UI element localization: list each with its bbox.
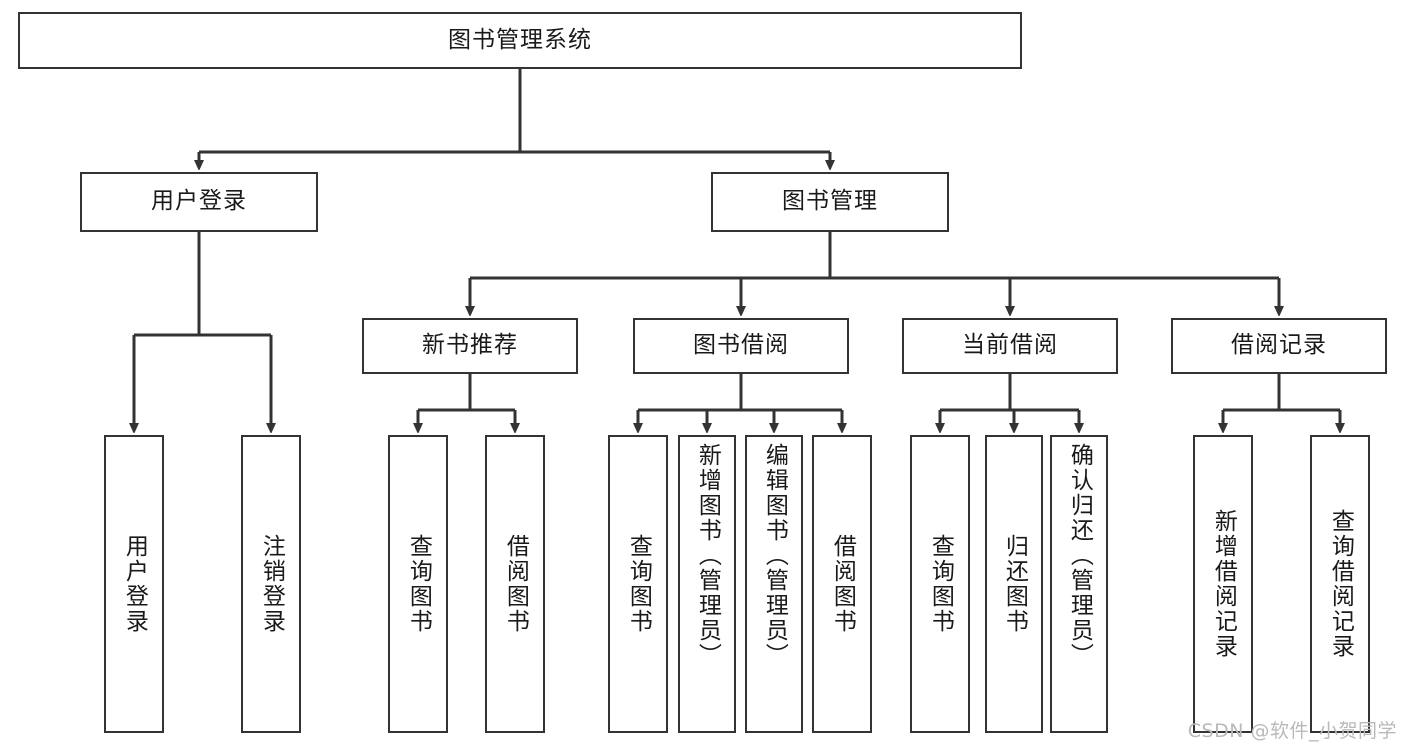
watermark-text: CSDN @软件_小贺同学 [1187,720,1397,742]
node-new-book-recommend-label: 新书推荐 [422,332,518,359]
node-leaf-add-book-admin-label: 新增图书（管理员） [694,443,721,668]
node-root[interactable]: 图书管理系统 [18,12,1022,69]
node-leaf-query-borrow-record[interactable]: 查询借阅记录 [1310,435,1370,733]
node-borrow-record[interactable]: 借阅记录 [1171,318,1387,374]
node-leaf-return-book[interactable]: 归还图书 [985,435,1043,733]
node-user-login[interactable]: 用户登录 [80,172,318,232]
node-new-book-recommend[interactable]: 新书推荐 [362,318,578,374]
node-leaf-add-book-admin[interactable]: 新增图书（管理员） [678,435,736,733]
node-leaf-query-book-current-label: 查询图书 [927,534,954,634]
node-root-label: 图书管理系统 [448,26,592,53]
node-book-borrow[interactable]: 图书借阅 [633,318,849,374]
node-leaf-borrow-book[interactable]: 借阅图书 [812,435,872,733]
node-leaf-confirm-return-admin-label: 确认归还（管理员） [1066,443,1093,668]
node-leaf-query-book-rec-label: 查询图书 [405,534,432,634]
node-leaf-add-borrow-record-label: 新增借阅记录 [1210,509,1237,659]
node-book-manage-label: 图书管理 [782,188,878,215]
node-leaf-user-logout-label: 注销登录 [258,534,285,634]
node-leaf-edit-book-admin-label: 编辑图书（管理员） [761,443,788,668]
node-leaf-query-book-rec[interactable]: 查询图书 [388,435,448,733]
node-leaf-borrow-book-rec[interactable]: 借阅图书 [485,435,545,733]
node-leaf-query-book-borrow[interactable]: 查询图书 [608,435,668,733]
node-book-manage[interactable]: 图书管理 [711,172,949,232]
node-leaf-add-borrow-record[interactable]: 新增借阅记录 [1193,435,1253,733]
node-leaf-user-logout[interactable]: 注销登录 [241,435,301,733]
node-current-borrow-label: 当前借阅 [962,332,1058,359]
node-leaf-confirm-return-admin[interactable]: 确认归还（管理员） [1050,435,1108,733]
node-current-borrow[interactable]: 当前借阅 [902,318,1118,374]
node-leaf-query-book-current[interactable]: 查询图书 [910,435,970,733]
node-leaf-borrow-book-label: 借阅图书 [829,534,856,634]
node-leaf-user-login[interactable]: 用户登录 [104,435,164,733]
node-leaf-query-borrow-record-label: 查询借阅记录 [1327,509,1354,659]
node-user-login-label: 用户登录 [151,188,247,215]
node-leaf-edit-book-admin[interactable]: 编辑图书（管理员） [745,435,803,733]
node-leaf-user-login-label: 用户登录 [121,534,148,634]
node-leaf-query-book-borrow-label: 查询图书 [625,534,652,634]
node-borrow-record-label: 借阅记录 [1231,332,1327,359]
node-leaf-return-book-label: 归还图书 [1001,534,1028,634]
node-leaf-borrow-book-rec-label: 借阅图书 [502,534,529,634]
node-book-borrow-label: 图书借阅 [693,332,789,359]
